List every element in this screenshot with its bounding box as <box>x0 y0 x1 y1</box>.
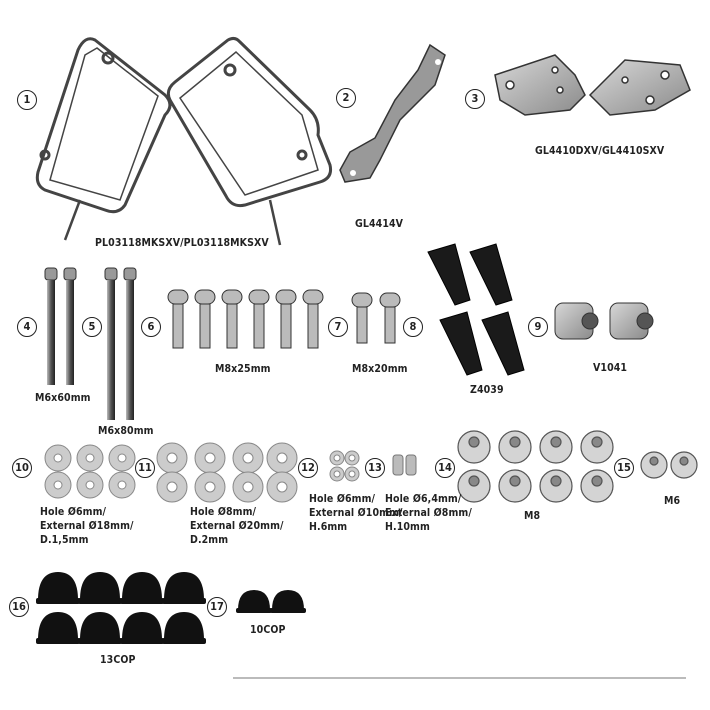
washers-6mm <box>44 444 136 499</box>
spacer-pair <box>554 302 654 340</box>
label-item-8: M8x20mm <box>352 363 408 375</box>
label-item-10-line-3: D.1,5mm <box>40 534 89 546</box>
knob-set <box>427 243 525 376</box>
caps-13 <box>36 572 206 644</box>
label-item-15: M6 <box>664 495 681 507</box>
label-item-11: Hole Ø8mm/ External Ø20mm/ D.2mm <box>190 505 284 547</box>
label-item-11-line-3: D.2mm <box>190 534 229 546</box>
item-number-9: 9 <box>528 317 548 337</box>
label-item-5: M6x80mm <box>98 425 154 437</box>
label-item-10-line-1: Hole Ø6mm/ <box>40 506 107 518</box>
item-number-13: 13 <box>365 458 385 478</box>
m6-nuts <box>640 451 698 479</box>
label-item-12-line-3: H.6mm <box>309 521 348 533</box>
label-item-1: PL03118MKSXV/PL03118MKSXV <box>95 237 269 249</box>
label-item-2: GL4414V <box>355 218 404 230</box>
label-item-12-line-2: External Ø10mm/ <box>309 507 403 519</box>
label-item-6: M8x25mm <box>215 363 271 375</box>
item-number-1: 1 <box>17 90 37 110</box>
label-item-11-line-1: Hole Ø8mm/ <box>190 506 257 518</box>
plate-pair <box>494 54 691 116</box>
small-spacers <box>329 450 360 482</box>
label-item-14: M8 <box>524 510 541 522</box>
item-number-6: 6 <box>141 317 161 337</box>
frame-right <box>166 36 332 246</box>
item-number-15: 15 <box>614 458 634 478</box>
item-number-14: 14 <box>435 458 455 478</box>
label-item-12-line-1: Hole Ø6mm/ <box>309 493 376 505</box>
label-item-16: 13COP <box>100 654 136 666</box>
short-bolts <box>167 289 401 349</box>
washers-8mm <box>156 442 298 503</box>
label-item-4: M6x60mm <box>35 392 91 404</box>
item-number-7: 7 <box>328 317 348 337</box>
label-item-17: 10COP <box>250 624 286 636</box>
long-bolts <box>44 267 137 420</box>
label-item-13-line-3: H.10mm <box>385 521 430 533</box>
label-item-11-line-2: External Ø20mm/ <box>190 520 284 532</box>
item-number-10: 10 <box>12 458 32 478</box>
item-number-2: 2 <box>336 88 356 108</box>
item-number-4: 4 <box>17 317 37 337</box>
label-z4039: Z4039 <box>470 384 504 396</box>
arm-bracket <box>339 43 446 183</box>
m8-nuts <box>457 430 614 503</box>
label-item-13-line-2: External Ø8mm/ <box>385 507 472 519</box>
label-item-3: GL4410DXV/GL4410SXV <box>535 145 665 157</box>
item-number-16: 16 <box>9 597 29 617</box>
label-item-10-line-2: External Ø18mm/ <box>40 520 134 532</box>
frame-left <box>35 37 172 241</box>
item-number-12: 12 <box>298 458 318 478</box>
label-item-13-line-1: Hole Ø6,4mm/ <box>385 493 462 505</box>
label-item-9: V1041 <box>593 362 628 374</box>
item-number-17: 17 <box>207 597 227 617</box>
item-number-5: 5 <box>82 317 102 337</box>
bushings <box>392 454 417 476</box>
label-item-13: Hole Ø6,4mm/ External Ø8mm/ H.10mm <box>385 492 472 534</box>
label-item-10: Hole Ø6mm/ External Ø18mm/ D.1,5mm <box>40 505 134 547</box>
caps-10 <box>236 590 306 613</box>
label-item-12: Hole Ø6mm/ External Ø10mm/ H.6mm <box>309 492 403 534</box>
item-number-8: 8 <box>403 317 423 337</box>
item-number-11: 11 <box>135 458 155 478</box>
item-number-3: 3 <box>465 89 485 109</box>
